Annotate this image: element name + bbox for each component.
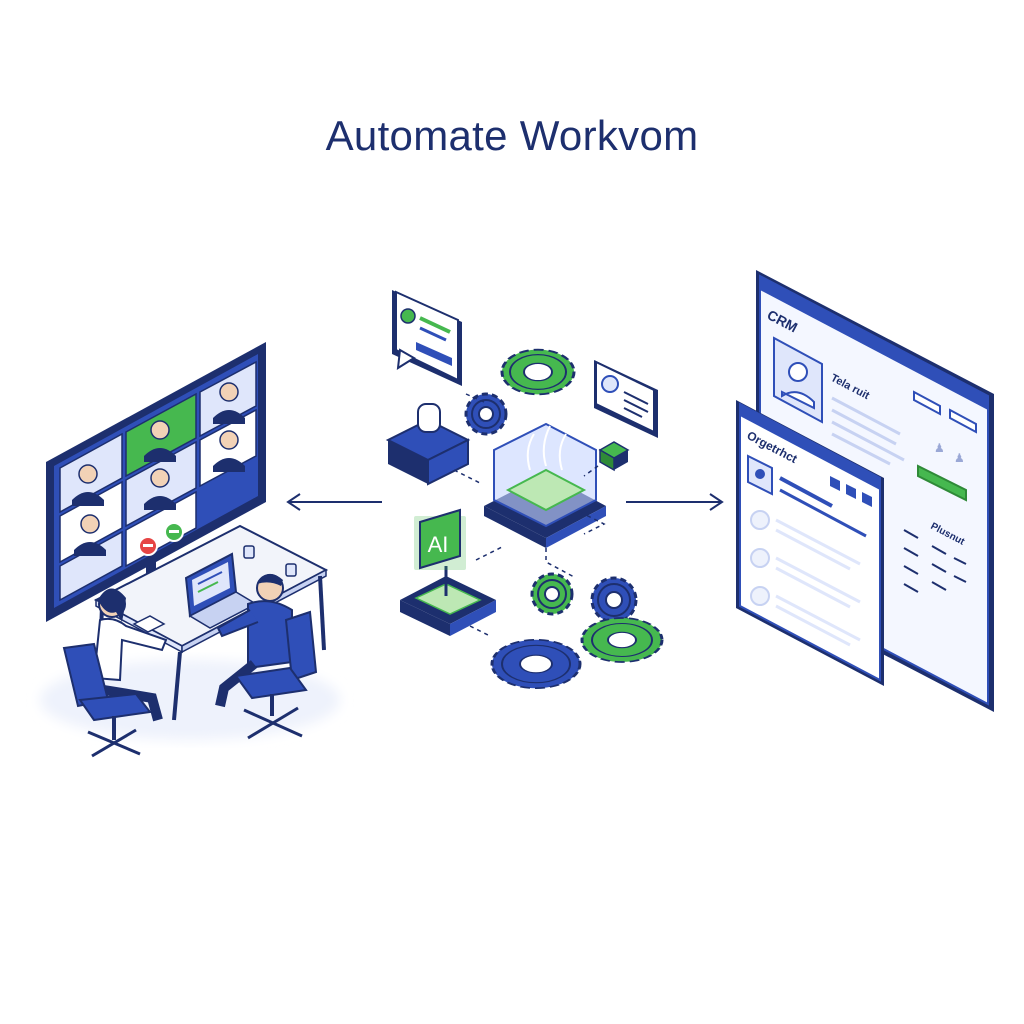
crm-action-button[interactable] bbox=[949, 408, 977, 434]
gear-icon bbox=[590, 576, 638, 624]
monitor bbox=[46, 342, 266, 622]
ai-module: AI bbox=[400, 508, 496, 636]
gear-icon bbox=[500, 348, 576, 396]
gear-icon bbox=[464, 392, 508, 436]
gear-icon bbox=[530, 572, 574, 616]
toolbar-icon[interactable] bbox=[862, 492, 872, 507]
trigger-button-icon bbox=[385, 403, 471, 486]
flow-arrow-right bbox=[626, 493, 724, 511]
person-woman bbox=[92, 588, 168, 722]
laptop bbox=[184, 552, 258, 629]
toolbar-icon[interactable] bbox=[846, 484, 856, 499]
node-cube-icon bbox=[598, 441, 630, 472]
chair-right bbox=[234, 610, 318, 740]
flow-arrow-left bbox=[286, 493, 382, 511]
video-conference-scene bbox=[40, 342, 340, 758]
chat-bubble-icon bbox=[392, 290, 462, 386]
gear-icon bbox=[580, 617, 664, 663]
person-man bbox=[215, 573, 293, 708]
user-icon: ♟ bbox=[954, 451, 965, 465]
ai-processor bbox=[484, 422, 606, 548]
list-item bbox=[750, 510, 861, 571]
list-item bbox=[750, 586, 861, 647]
connector-lines bbox=[453, 393, 606, 637]
crm-subwindow: Orgetrhct bbox=[736, 400, 884, 686]
toolbar-icon[interactable] bbox=[830, 476, 840, 491]
gear-icon bbox=[490, 638, 582, 690]
contact-card-icon bbox=[594, 360, 658, 438]
crm-confirm-button[interactable] bbox=[917, 464, 967, 502]
crm-action-button[interactable] bbox=[913, 390, 941, 416]
crm-panel: CRM Tela ruit ♟ ♟ Plusnut bbox=[736, 270, 994, 712]
user-icon: ♟ bbox=[934, 441, 945, 455]
page-title: Automate Workvom bbox=[325, 112, 699, 159]
automation-hub: AI bbox=[385, 290, 664, 690]
chair-left bbox=[62, 642, 152, 758]
participant-avatars bbox=[72, 382, 245, 556]
list-item bbox=[750, 548, 861, 609]
ai-label: AI bbox=[428, 532, 449, 557]
